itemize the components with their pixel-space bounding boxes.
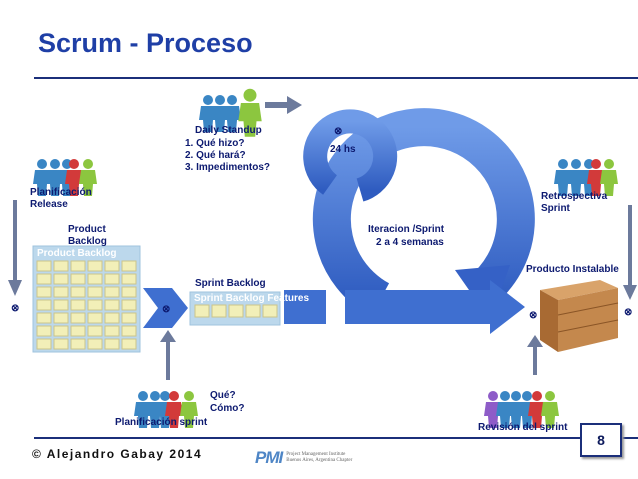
sprint-backlog-panel-header: Sprint Backlog Features [194, 293, 309, 304]
pmi-line1: Project Management Institute [286, 452, 346, 457]
backlog-card [53, 299, 69, 311]
sprint-planning-label: Planificación sprint [115, 417, 208, 428]
iteration-label: Iteracion /Sprint [368, 224, 445, 235]
backlog-card [121, 325, 137, 337]
backlog-card [36, 299, 52, 311]
junction-icon: ⊗ [162, 304, 170, 315]
junction-icon: ⊗ [529, 310, 537, 321]
daily-standup-label: Daily Standup [195, 125, 262, 136]
backlog-card [104, 325, 120, 337]
retrospective-label-2: Sprint [541, 203, 571, 214]
backlog-card [53, 325, 69, 337]
backlog-card [70, 260, 86, 272]
backlog-card [36, 325, 52, 337]
backlog-card [36, 338, 52, 350]
product-backlog-panel: Product Backlog [32, 245, 141, 353]
backlog-card [36, 273, 52, 285]
backlog-card [70, 299, 86, 311]
backlog-card [53, 312, 69, 324]
daily-cycle-arrow [303, 109, 398, 202]
backlog-card [36, 312, 52, 324]
backlog-card [87, 299, 103, 311]
slide-title: Scrum - Proceso [38, 28, 253, 58]
backlog-card [53, 260, 69, 272]
sprint-planning-question-how: Cómo? [210, 403, 244, 414]
backlog-card [70, 325, 86, 337]
product-backlog-panel-header: Product Backlog [37, 248, 116, 259]
sprint-backlog-panel: Sprint Backlog Features [189, 291, 309, 326]
backlog-card [121, 299, 137, 311]
backlog-card [53, 338, 69, 350]
backlog-card [87, 273, 103, 285]
backlog-card [70, 273, 86, 285]
flow-arrows [143, 280, 525, 334]
product-crate-icon [540, 280, 619, 352]
backlog-card [70, 286, 86, 298]
backlog-card [36, 260, 52, 272]
junction-icon: ⊗ [334, 126, 342, 137]
product-backlog-label: Product [68, 224, 106, 235]
release-planning-label-2: Release [30, 199, 68, 210]
arrow-block-1 [284, 290, 326, 324]
backlog-card [36, 286, 52, 298]
product-backlog-label-2: Backlog [68, 236, 107, 247]
connector-arrows [8, 96, 637, 380]
backlog-card [104, 299, 120, 311]
product-label: Producto Instalable [526, 264, 619, 275]
arrow-to-product [345, 280, 525, 334]
arrow-to-sprint-backlog [143, 288, 188, 328]
sprint-backlog-label: Sprint Backlog [195, 278, 266, 289]
backlog-card [87, 338, 103, 350]
backlog-card [104, 273, 120, 285]
backlog-card [104, 338, 120, 350]
footer-rule [34, 437, 638, 439]
backlog-card [104, 312, 120, 324]
daily-standup-item: 3. Impedimentos? [185, 162, 270, 173]
backlog-card [53, 273, 69, 285]
backlog-card [87, 325, 103, 337]
daily-standup-item: 1. Qué hizo? [185, 138, 244, 149]
backlog-card [104, 286, 120, 298]
sprint-planning-question-what: Qué? [210, 390, 236, 401]
backlog-card [53, 286, 69, 298]
backlog-card [121, 312, 137, 324]
backlog-card [87, 286, 103, 298]
retrospective-label: Retrospectiva [541, 191, 608, 202]
backlog-card [121, 338, 137, 350]
copyright: © Alejandro Gabay 2014 [32, 447, 203, 461]
daily-standup-item: 2. Qué hará? [185, 150, 246, 161]
backlog-card [70, 312, 86, 324]
backlog-card [121, 260, 137, 272]
backlog-card [87, 260, 103, 272]
iteration-duration-label: 2 a 4 semanas [376, 237, 444, 248]
release-planning-label: Planificación [30, 187, 92, 198]
backlog-card [104, 260, 120, 272]
backlog-card [121, 273, 137, 285]
junction-icon: ⊗ [624, 307, 632, 318]
backlog-card [87, 312, 103, 324]
backlog-card [121, 286, 137, 298]
daily-cycle-label: 24 hs [330, 144, 356, 155]
junction-icon: ⊗ [11, 303, 19, 314]
sprint-review-label: Revisión del sprint [478, 422, 568, 433]
pmi-logo-mark: PMI [255, 448, 283, 467]
header-rule [34, 77, 638, 79]
pmi-line2: Buenos Aires, Argentina Chapter [286, 458, 353, 463]
page-number: 8 [580, 423, 622, 457]
backlog-card [70, 338, 86, 350]
